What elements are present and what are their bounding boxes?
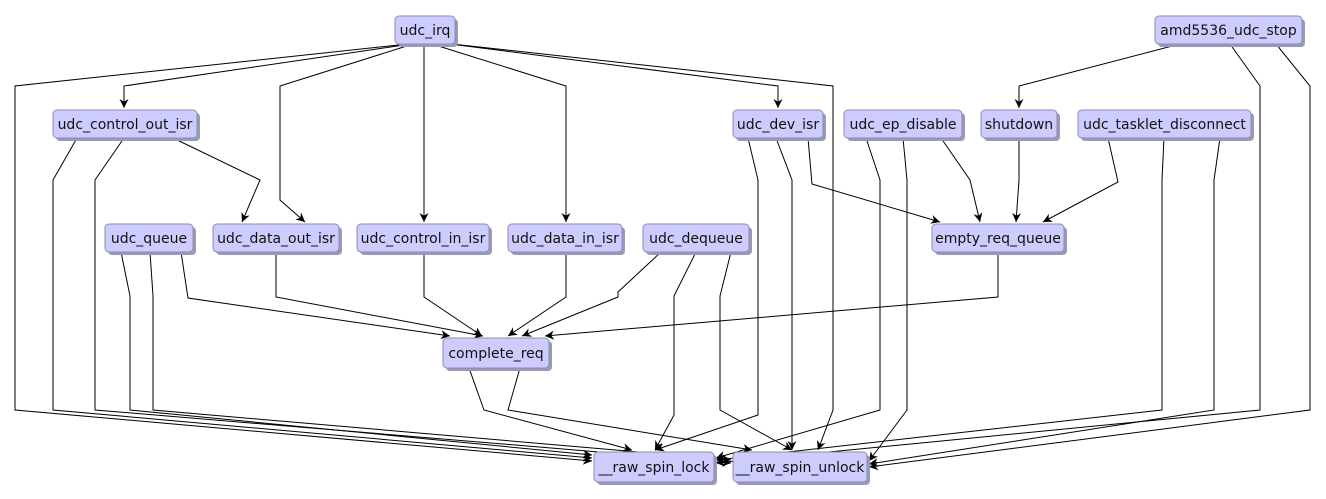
edge-amd5536_udc_stop-to-shutdown — [1014, 43, 1181, 108]
edges-layer — [14, 43, 1311, 471]
node-box — [442, 337, 550, 369]
edge-udc_control_out_isr-to-raw-spin-lock — [52, 137, 593, 462]
edge-udc_ep_disable-to-raw-spin-lock — [715, 137, 881, 460]
edge-udc_queue-to-raw-spin-lock — [120, 251, 593, 459]
edge-udc_ep_disable-to-raw-spin-unlock — [868, 137, 908, 462]
node-udc-queue[interactable]: udc_queue — [104, 223, 196, 255]
edge-udc_data_out_isr-to-complete-req — [275, 252, 484, 339]
node-box — [1077, 109, 1252, 139]
node-box — [1154, 15, 1303, 45]
node-udc-control-in-isr[interactable]: udc_control_in_isr — [356, 223, 492, 255]
node-label: udc_data_out_isr — [217, 231, 335, 247]
node-box — [212, 223, 340, 253]
node-label: shutdown — [985, 117, 1053, 133]
nodes-layer: udc_irq amd5536_udc_stop udc_control_out_i… — [52, 15, 1305, 485]
node-empty-req-queue[interactable]: empty_req_queue — [931, 223, 1067, 255]
edge-udc_control_in_isr-to-complete-req — [423, 252, 483, 337]
node-box — [52, 109, 198, 139]
edge-udc_irq-to-udc-data-out-isr — [279, 43, 414, 223]
node-raw-spin-unlock[interactable]: __raw_spin_unlock — [732, 451, 870, 485]
node-shutdown[interactable]: shutdown — [980, 109, 1060, 141]
edge-udc_irq-to-udc-data-in-isr — [431, 43, 571, 222]
node-box — [593, 451, 715, 483]
node-udc-dequeue[interactable]: udc_dequeue — [642, 223, 752, 255]
edge-udc_irq-to-udc-control-out-isr — [119, 43, 412, 108]
edge-udc_data_in_isr-to-complete-req — [507, 252, 567, 337]
edge-amd5536_udc_stop-to-raw-spin-lock — [715, 43, 1261, 467]
edge-udc_irq-to-udc-dev-isr — [449, 43, 783, 108]
edge-udc_dequeue-to-raw-spin-lock — [654, 251, 697, 451]
edge-complete_req-to-raw-spin-lock — [468, 367, 633, 452]
edge-udc_irq-to-raw-spin-lock — [14, 43, 593, 465]
node-label: udc_queue — [111, 231, 187, 247]
node-label: __raw_spin_unlock — [735, 460, 866, 476]
node-label: udc_control_out_isr — [58, 117, 193, 133]
node-udc-data-in-isr[interactable]: udc_data_in_isr — [507, 223, 625, 255]
node-raw-spin-lock[interactable]: __raw_spin_lock — [593, 451, 717, 485]
edge-udc_tasklet_disconnect-to-raw-spin-unlock — [868, 137, 1221, 468]
node-box — [980, 109, 1058, 139]
node-box — [843, 109, 963, 139]
node-label: complete_req — [448, 346, 543, 362]
node-box — [104, 223, 194, 253]
node-label: udc_dequeue — [649, 231, 743, 247]
node-label: udc_irq — [400, 23, 451, 39]
node-label: udc_ep_disable — [850, 117, 957, 133]
edge-complete_req-to-raw-spin-unlock — [507, 367, 753, 453]
node-udc-data-out-isr[interactable]: udc_data_out_isr — [212, 223, 342, 255]
node-label: udc_control_in_isr — [361, 231, 486, 247]
node-box — [732, 109, 824, 139]
node-label: empty_req_queue — [935, 231, 1061, 247]
node-box — [642, 223, 750, 253]
node-udc-control-out-isr[interactable]: udc_control_out_isr — [52, 109, 200, 141]
edge-udc_tasklet_disconnect-to-empty-req-queue — [1042, 137, 1119, 223]
node-box — [507, 223, 623, 253]
node-udc-tasklet-disconnect[interactable]: udc_tasklet_disconnect — [1077, 109, 1254, 141]
edge-udc_ep_disable-to-empty-req-queue — [940, 137, 983, 223]
edge-udc_control_out_isr-to-udc-data-out-isr — [172, 137, 261, 223]
edge-udc_queue-to-raw-spin-unlock — [149, 251, 732, 464]
edge-udc_dev_isr-to-empty-req-queue — [807, 137, 941, 224]
node-box — [931, 223, 1065, 253]
edge-udc_queue-to-complete-req — [180, 251, 451, 340]
node-udc-dev-isr[interactable]: udc_dev_isr — [732, 109, 826, 141]
node-complete-req[interactable]: complete_req — [442, 337, 552, 371]
edge-udc_control_out_isr-to-raw-spin-unlock — [94, 137, 732, 467]
edge-amd5536_udc_stop-to-raw-spin-unlock — [868, 43, 1311, 471]
edge-udc_dequeue-to-raw-spin-unlock — [719, 251, 793, 451]
node-box — [356, 223, 490, 253]
node-label: amd5536_udc_stop — [1160, 23, 1297, 39]
edge-shutdown-to-empty-req-queue — [1012, 138, 1022, 223]
node-label: udc_tasklet_disconnect — [1083, 117, 1246, 133]
edge-udc_dequeue-to-complete-req — [521, 251, 662, 337]
node-label: udc_data_in_isr — [511, 231, 619, 247]
node-amd5536-udc-stop[interactable]: amd5536_udc_stop — [1154, 15, 1305, 47]
node-label: __raw_spin_lock — [598, 460, 711, 476]
edge-udc_dev_isr-to-raw-spin-unlock — [775, 137, 797, 450]
edge-empty_req_queue-to-complete-req — [544, 252, 999, 340]
node-box — [394, 15, 456, 45]
edge-udc_irq-to-raw-spin-unlock — [451, 43, 834, 451]
node-udc-ep-disable[interactable]: udc_ep_disable — [843, 109, 965, 141]
edge-udc_dev_isr-to-raw-spin-lock — [654, 137, 759, 452]
node-udc-irq[interactable]: udc_irq — [394, 15, 458, 47]
edge-udc_tasklet_disconnect-to-raw-spin-lock — [715, 137, 1165, 464]
node-box — [732, 451, 868, 483]
node-label: udc_dev_isr — [737, 117, 819, 133]
